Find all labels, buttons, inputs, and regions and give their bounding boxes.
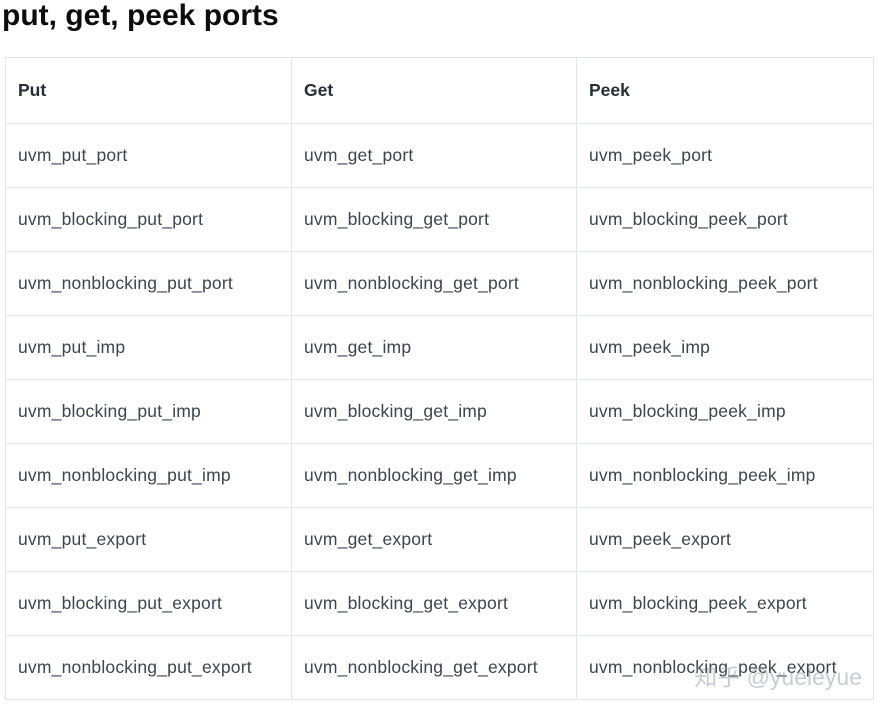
table-cell: uvm_nonblocking_get_imp: [291, 443, 577, 508]
table-cell: uvm_peek_port: [576, 123, 874, 188]
table-cell: uvm_put_export: [5, 507, 292, 572]
table-row: uvm_blocking_put_imp uvm_blocking_get_im…: [5, 379, 874, 444]
table-cell: uvm_peek_export: [576, 507, 874, 572]
table-cell: uvm_nonblocking_peek_imp: [576, 443, 874, 508]
table-row: uvm_nonblocking_put_imp uvm_nonblocking_…: [5, 443, 874, 508]
table-cell: uvm_get_port: [291, 123, 577, 188]
table-cell: uvm_blocking_peek_imp: [576, 379, 874, 444]
ports-table: Put Get Peek uvm_put_port uvm_get_port u…: [5, 57, 874, 700]
table-cell: uvm_nonblocking_get_port: [291, 251, 577, 316]
table-cell: uvm_nonblocking_peek_port: [576, 251, 874, 316]
table-cell: uvm_nonblocking_put_export: [5, 635, 292, 700]
table-cell: uvm_blocking_peek_port: [576, 187, 874, 252]
table-row: uvm_put_imp uvm_get_imp uvm_peek_imp: [5, 315, 874, 380]
table-row: uvm_nonblocking_put_port uvm_nonblocking…: [5, 251, 874, 316]
table-cell: uvm_blocking_get_imp: [291, 379, 577, 444]
table-cell: uvm_nonblocking_get_export: [291, 635, 577, 700]
table-header-row: Put Get Peek: [5, 57, 874, 124]
column-header-put: Put: [5, 57, 292, 124]
table-cell: uvm_nonblocking_put_imp: [5, 443, 292, 508]
table-cell: uvm_blocking_put_imp: [5, 379, 292, 444]
table-cell: uvm_blocking_get_export: [291, 571, 577, 636]
table-cell: uvm_get_export: [291, 507, 577, 572]
table-cell: uvm_nonblocking_peek_export: [576, 635, 874, 700]
table-cell: uvm_blocking_put_port: [5, 187, 292, 252]
page-title: put, get, peek ports: [2, 0, 279, 32]
column-header-peek: Peek: [576, 57, 874, 124]
table-cell: uvm_get_imp: [291, 315, 577, 380]
table-row: uvm_blocking_put_export uvm_blocking_get…: [5, 571, 874, 636]
table-cell: uvm_put_port: [5, 123, 292, 188]
table-cell: uvm_blocking_get_port: [291, 187, 577, 252]
table-row: uvm_put_port uvm_get_port uvm_peek_port: [5, 123, 874, 188]
table-cell: uvm_blocking_put_export: [5, 571, 292, 636]
column-header-get: Get: [291, 57, 577, 124]
table-cell: uvm_nonblocking_put_port: [5, 251, 292, 316]
table-row: uvm_nonblocking_put_export uvm_nonblocki…: [5, 635, 874, 700]
table-cell: uvm_blocking_peek_export: [576, 571, 874, 636]
table-row: uvm_put_export uvm_get_export uvm_peek_e…: [5, 507, 874, 572]
table-cell: uvm_put_imp: [5, 315, 292, 380]
table-row: uvm_blocking_put_port uvm_blocking_get_p…: [5, 187, 874, 252]
table-cell: uvm_peek_imp: [576, 315, 874, 380]
